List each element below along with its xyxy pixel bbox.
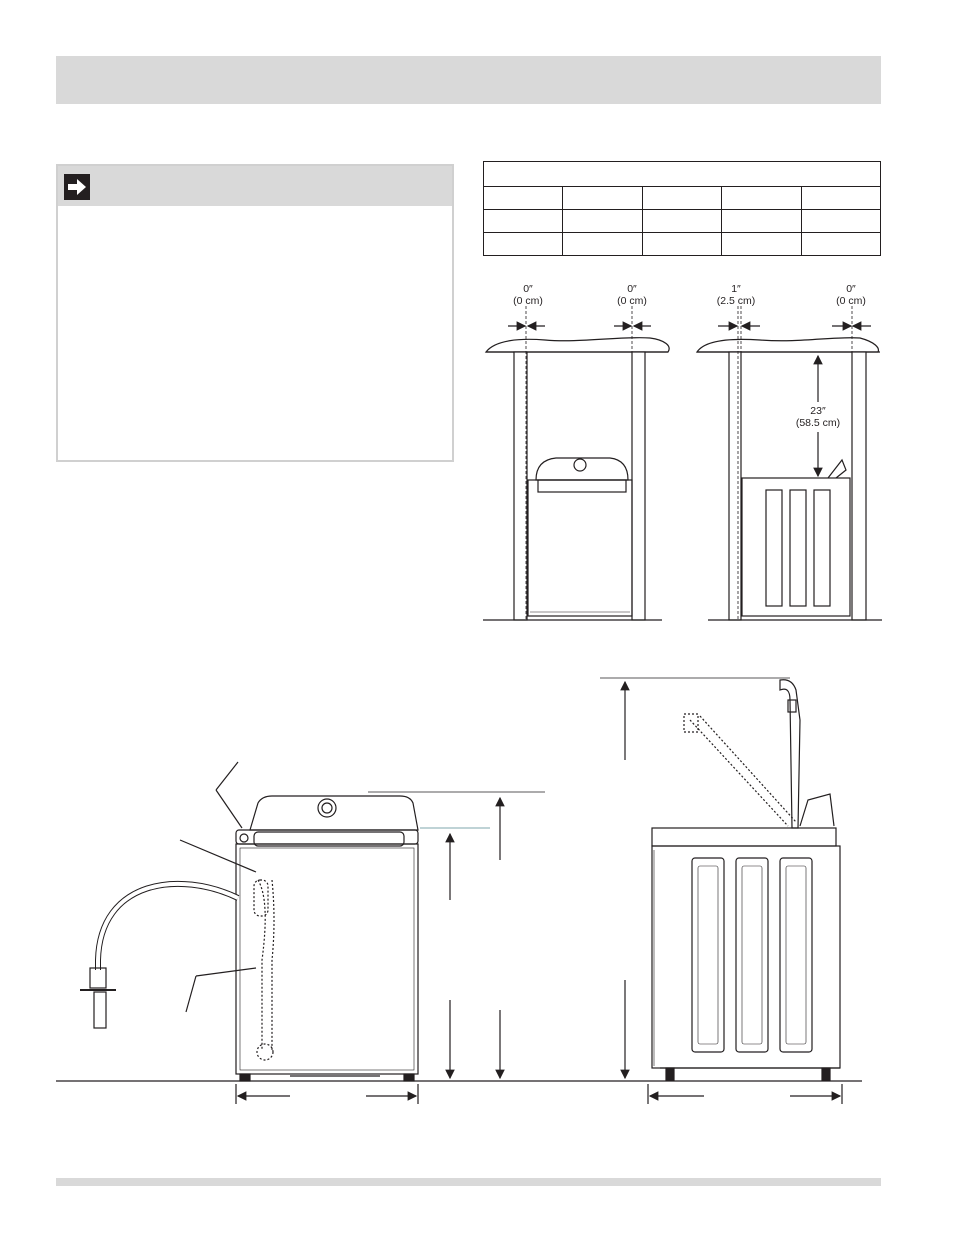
side-right-clearance: 0″(0 cm) <box>836 283 866 307</box>
side-left-clearance: 1″(2.5 cm) <box>716 283 756 307</box>
washer-side-view <box>600 677 843 1104</box>
arrow-right-icon <box>64 174 90 200</box>
note-box <box>56 164 454 462</box>
front-right-clearance: 0″(0 cm) <box>617 283 647 307</box>
page-footer-bar <box>56 1178 881 1186</box>
table-row <box>482 209 882 233</box>
front-clearance-diagram <box>483 306 670 621</box>
front-left-clearance: 0″(0 cm) <box>513 283 543 307</box>
table-row <box>482 232 882 256</box>
clearance-table <box>482 161 882 256</box>
side-top-clearance: 23″(58.5 cm) <box>795 405 841 429</box>
side-clearance-diagram <box>695 306 882 621</box>
table-row <box>482 186 882 210</box>
note-header <box>58 166 452 206</box>
page-header-bar <box>56 56 881 104</box>
washer-front-view <box>56 761 862 1104</box>
